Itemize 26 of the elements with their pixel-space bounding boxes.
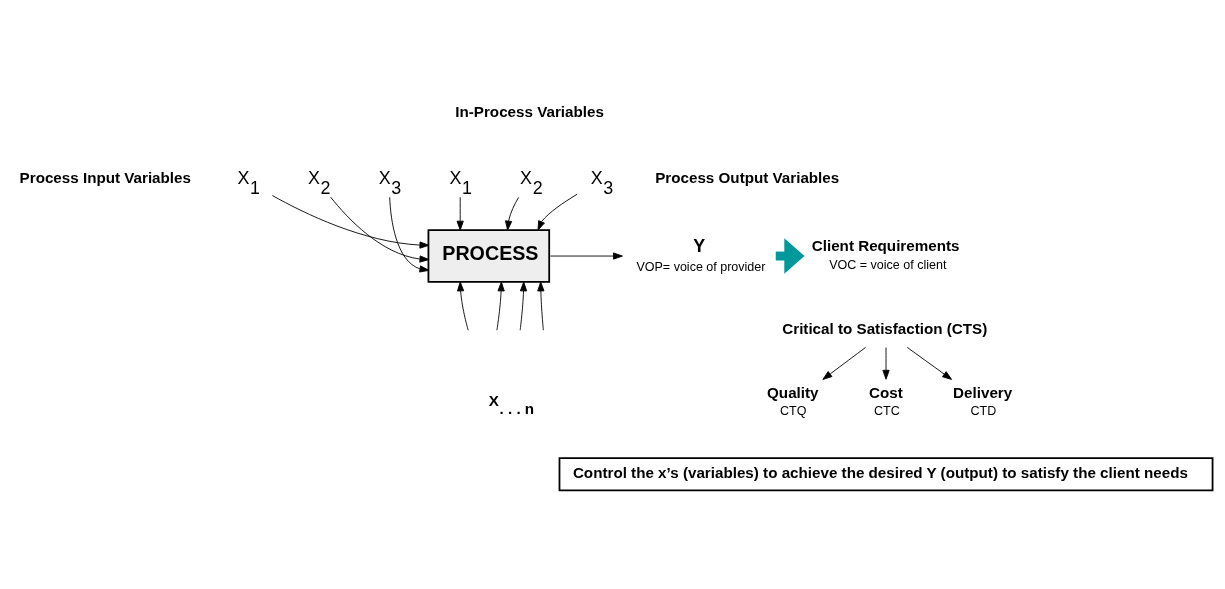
node-box: Control the x’s (variables) to achieve the desired Y (output) to satisfy the client needs [558, 457, 1214, 492]
node-text: Quality CTQ [767, 383, 819, 419]
arrow [271, 195, 430, 249]
arrow [906, 346, 953, 380]
arrow [519, 281, 528, 331]
arrow [457, 281, 469, 331]
arrow [505, 196, 520, 231]
node-text: Client Requirements [811, 237, 960, 255]
arrow [330, 196, 430, 263]
label: In-Process Variables [455, 103, 604, 121]
node-text: Delivery CTD [953, 383, 1013, 419]
arrow [822, 346, 867, 380]
label: Process Output Variables [655, 168, 840, 186]
arrow [537, 281, 545, 331]
arrow [456, 196, 464, 231]
node-text: Cost CTC [869, 383, 903, 419]
node-text: Critical to Satisfaction (CTS) [782, 320, 988, 338]
arrow [882, 347, 890, 380]
node-label: VOC = voice of client [829, 257, 947, 272]
arrow [389, 196, 430, 273]
arrow [496, 281, 505, 331]
arrow [537, 193, 578, 231]
node-text: Y [693, 236, 706, 257]
node-label: VOP= voice of provider [636, 259, 766, 274]
arrow [549, 252, 623, 260]
label: Process Input Variables [19, 168, 191, 186]
